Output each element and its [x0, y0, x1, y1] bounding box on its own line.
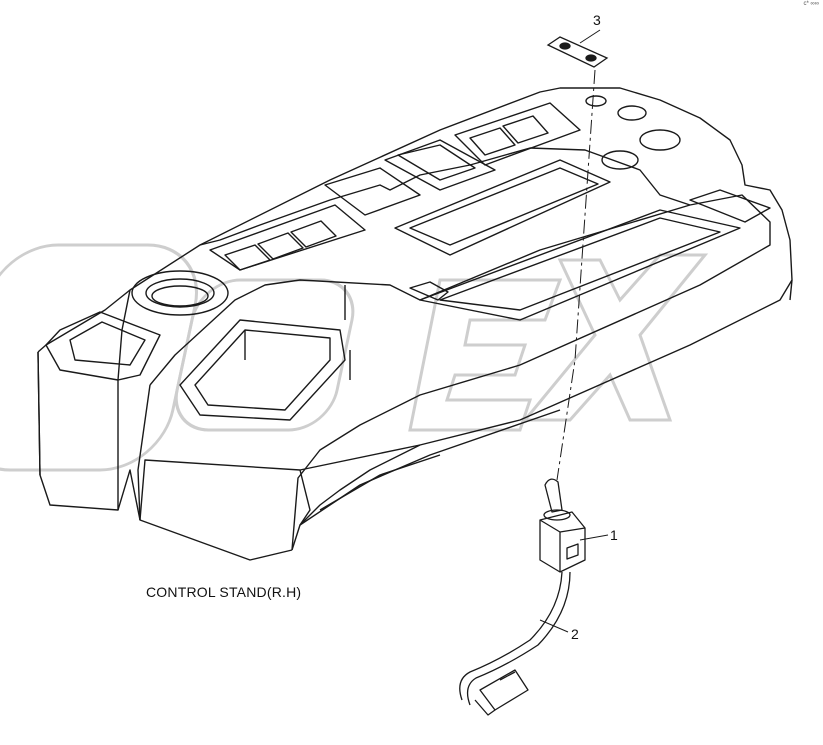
- callout-3: 3: [593, 12, 601, 28]
- diagram-caption: CONTROL STAND(R.H): [146, 584, 302, 600]
- control-stand-housing: [37, 87, 793, 561]
- toggle-switch: [539, 478, 586, 573]
- wire-harness: [459, 571, 571, 716]
- leader-lines: [539, 29, 609, 633]
- switch-label-plate: [546, 36, 609, 68]
- callout-1: 1: [610, 527, 618, 543]
- opex-watermark: [0, 243, 709, 472]
- corner-mark: c* ∞∞: [803, 1, 819, 7]
- callout-2: 2: [571, 626, 579, 642]
